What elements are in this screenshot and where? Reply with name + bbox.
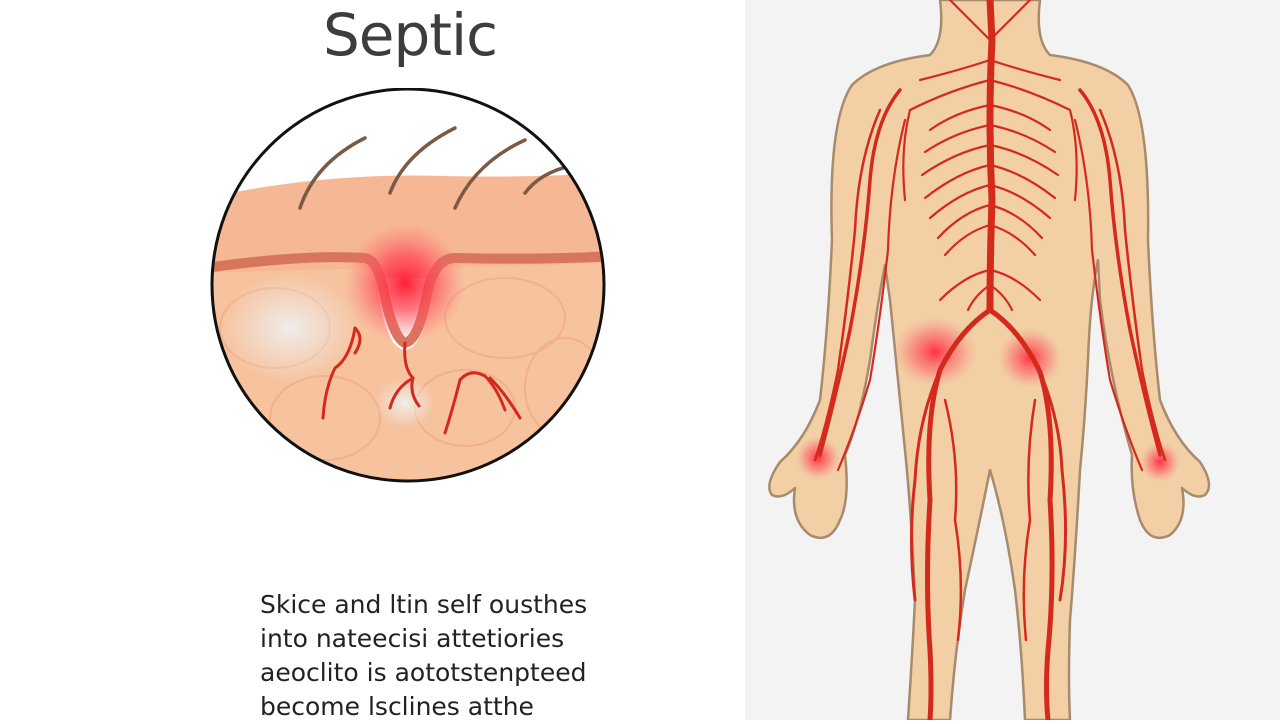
caption-text: Skice and ltin self ousthes into nateeci… (260, 588, 730, 724)
diagram-title: Septic (322, 1, 498, 69)
left-panel: Septic (210, 1, 606, 721)
human-body-vascular-icon (768, 0, 1211, 720)
skin-cross-section-magnifier-icon (210, 88, 606, 483)
caption-line: Skice and ltin self ousthes (260, 590, 588, 619)
right-panel (745, 0, 1280, 720)
caption-line: aeoclito is aototstenpteed (260, 658, 587, 687)
caption-line: into nateecisi attetiories (260, 624, 565, 653)
caption-line: become lsclines atthe (260, 692, 534, 721)
